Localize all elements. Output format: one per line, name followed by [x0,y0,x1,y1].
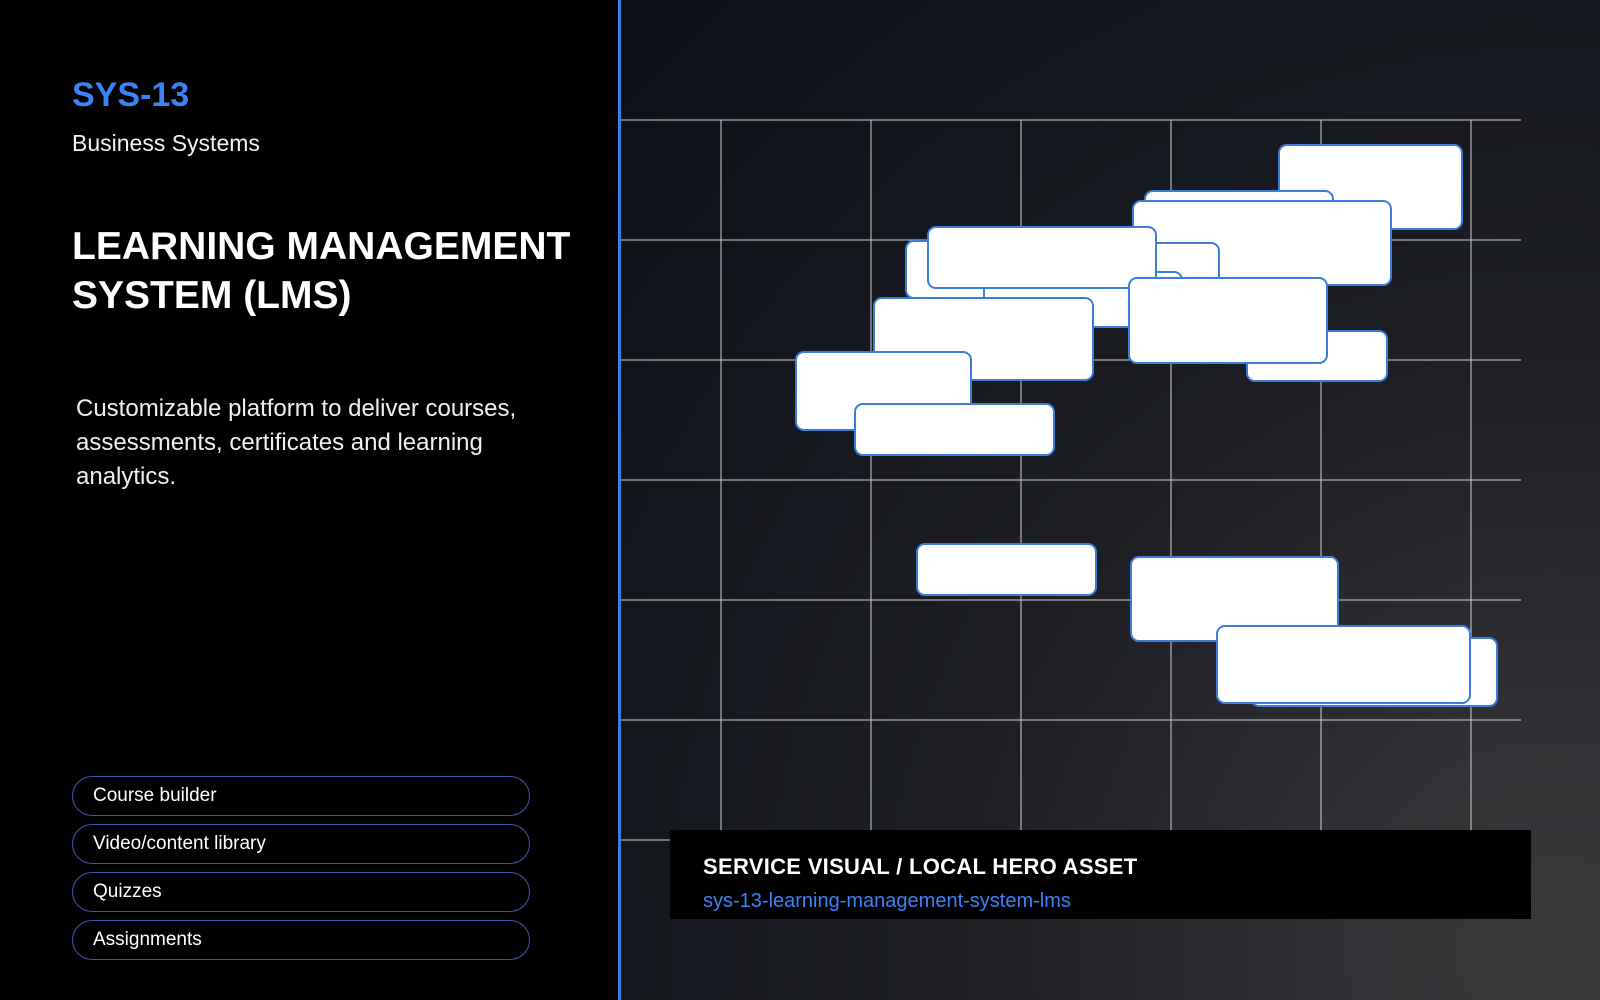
feature-label: Assignments [93,929,202,950]
feature-pill-video-library[interactable]: Video/content library [72,824,530,864]
feature-pill-quizzes[interactable]: Quizzes [72,872,530,912]
product-description: Customizable platform to deliver courses… [76,395,517,490]
caption-slug: sys-13-learning-management-system-lms [703,890,1071,912]
system-category: Business Systems [72,130,260,156]
info-panel: SYS-13 Business Systems LEARNING MANAGEM… [0,0,620,1000]
content-card [916,543,1097,596]
feature-pill-course-builder[interactable]: Course builder [72,776,530,816]
content-card [927,226,1157,289]
content-cards [795,144,1498,707]
content-card [854,403,1055,456]
feature-label: Quizzes [93,881,162,902]
content-card [1128,277,1328,364]
content-card [1216,625,1471,704]
panel-divider [618,0,621,1000]
page-title: LEARNING MANAGEMENT SYSTEM (LMS) [72,225,571,317]
feature-list: Course builder Video/content library Qui… [72,776,530,968]
system-code: SYS-13 [72,76,190,114]
feature-pill-assignments[interactable]: Assignments [72,920,530,960]
hero-caption: SERVICE VISUAL / LOCAL HERO ASSET sys-13… [670,830,1531,919]
feature-label: Course builder [93,785,217,806]
hero-grid-illustration [621,119,1521,841]
hero-visual-panel: SERVICE VISUAL / LOCAL HERO ASSET sys-13… [621,0,1600,1000]
feature-label: Video/content library [93,833,266,854]
caption-title: SERVICE VISUAL / LOCAL HERO ASSET [703,854,1138,879]
